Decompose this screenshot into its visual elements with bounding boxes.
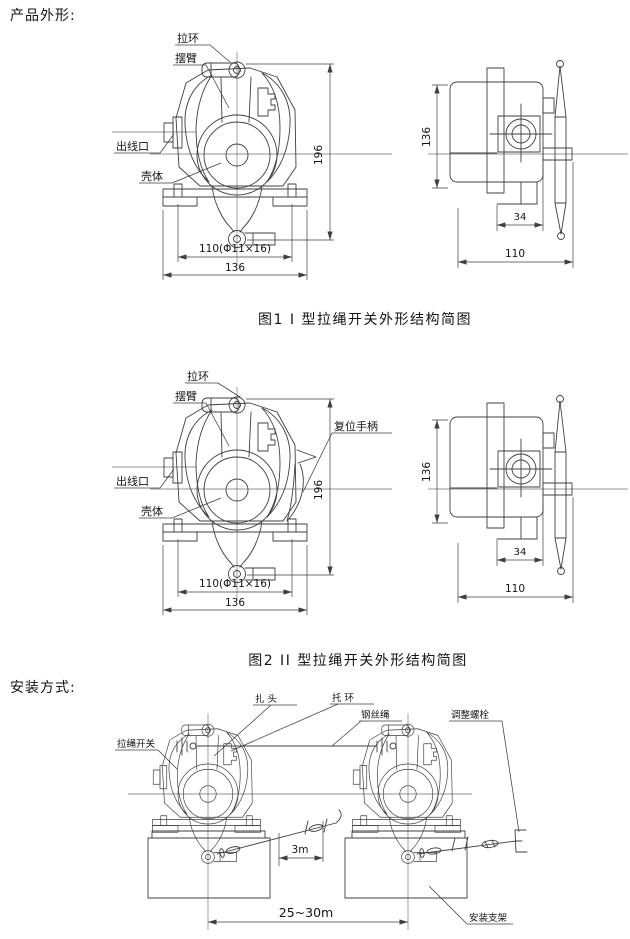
left-bracket xyxy=(147,837,271,899)
figure2-front-dimensions: 196 110(Φ11×16) 136 xyxy=(162,398,334,615)
dim-switch-spacing: 25~30m xyxy=(279,905,333,920)
installation-callouts: 拉绳开关 扎 头 托 环 钢丝绳 调整螺栓 安装支架 xyxy=(115,692,520,925)
dim-side-height: 136 xyxy=(421,462,433,482)
figure1-side-view: 136 34 110 xyxy=(421,60,628,268)
reset-handle xyxy=(286,449,317,522)
dim-side-depth: 110 xyxy=(505,583,525,595)
left-pull-rope xyxy=(216,809,342,858)
anchor-bracket xyxy=(514,829,528,853)
label-outlet: 出线口 xyxy=(116,474,149,488)
label-housing: 壳体 xyxy=(141,504,163,518)
label-support-ring: 托 环 xyxy=(332,692,354,704)
dim-side-offset: 34 xyxy=(514,212,527,223)
figure1-caption: 图1 I 型拉绳开关外形结构简图 xyxy=(258,311,472,328)
switch-front-view xyxy=(162,61,308,248)
mount-brackets xyxy=(147,830,468,899)
dim-rope-span: 3m xyxy=(292,844,309,856)
figure1-front-dimensions: 196 110(Φ11×16) 136 xyxy=(162,63,334,280)
figure2-side-view: 136 34 110 xyxy=(421,395,628,603)
dim-hole-span: 110(Φ11×16) xyxy=(199,578,271,590)
figure2-callouts: 拉环 摆臂 复位手柄 出线口 壳体 xyxy=(114,369,392,519)
dim-hole-span: 110(Φ11×16) xyxy=(199,243,271,255)
label-rope-switch: 拉绳开关 xyxy=(117,738,156,750)
top-wire-rope xyxy=(176,737,397,756)
switch-side-view xyxy=(449,395,573,575)
figure1-front-view: 拉环 摆臂 出线口 壳体 196 110(Φ11×16) 136 xyxy=(112,31,392,280)
figure2: 拉环 摆臂 复位手柄 出线口 壳体 196 110(Φ11×16) xyxy=(112,369,628,669)
figure1: 拉环 摆臂 出线口 壳体 196 110(Φ11×16) 136 xyxy=(112,31,628,328)
figure1-side-dimensions: 136 34 110 xyxy=(421,84,574,268)
dim-height: 196 xyxy=(313,480,325,500)
dim-side-height: 136 xyxy=(421,127,433,147)
installation-dimensions: 3m 25~30m xyxy=(208,821,408,925)
label-outlet: 出线口 xyxy=(116,139,149,153)
right-pull-rope xyxy=(416,829,528,858)
right-bracket xyxy=(344,837,468,899)
label-swing-arm: 摆臂 xyxy=(175,51,197,65)
figure2-caption: 图2 II 型拉绳开关外形结构简图 xyxy=(248,652,468,669)
label-housing: 壳体 xyxy=(141,169,163,183)
figure1-callouts: 拉环 摆臂 出线口 壳体 xyxy=(114,31,231,184)
section-installation-label: 安装方式: xyxy=(10,680,76,696)
label-rope-clamp: 扎 头 xyxy=(255,693,277,705)
installation-figure: 拉绳开关 扎 头 托 环 钢丝绳 调整螺栓 安装支架 3m 25~30m xyxy=(115,692,528,930)
label-mount-bracket: 安装支架 xyxy=(469,912,508,924)
label-swing-arm: 摆臂 xyxy=(175,389,197,403)
label-wire-rope: 钢丝绳 xyxy=(361,709,390,721)
label-reset-handle: 复位手柄 xyxy=(334,419,378,433)
label-adjust-bolt: 调整螺栓 xyxy=(451,709,490,721)
figure2-side-dimensions: 136 34 110 xyxy=(421,419,574,603)
label-pull-ring: 拉环 xyxy=(187,369,209,383)
label-pull-ring: 拉环 xyxy=(177,31,199,45)
section-product-label: 产品外形: xyxy=(10,8,76,24)
switch-side-view xyxy=(449,60,573,240)
dim-side-offset: 34 xyxy=(514,547,527,558)
dim-height: 196 xyxy=(313,145,325,165)
dim-side-depth: 110 xyxy=(505,248,525,260)
dim-width: 136 xyxy=(225,262,245,274)
figure2-front-view: 拉环 摆臂 复位手柄 出线口 壳体 196 110(Φ11×16) xyxy=(112,369,392,615)
switch-front-view xyxy=(162,396,308,583)
dim-width: 136 xyxy=(225,597,245,609)
